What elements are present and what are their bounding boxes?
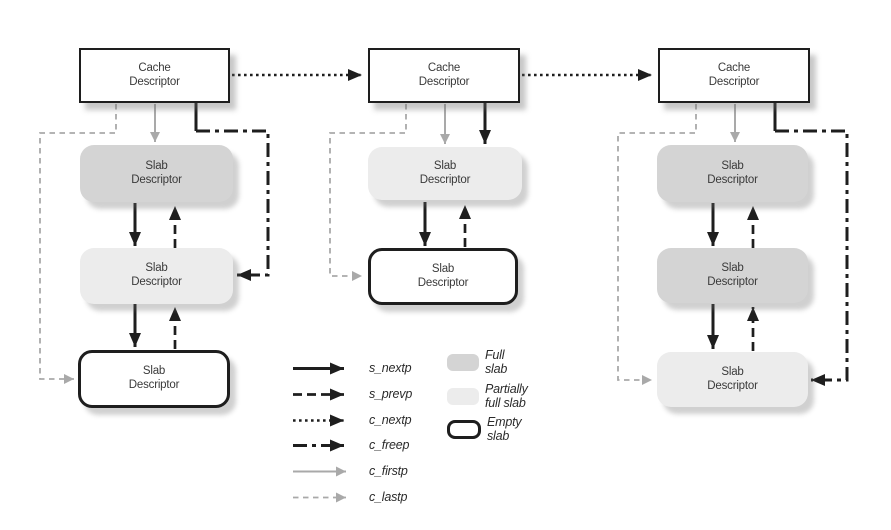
cache-descriptor-1-label-line1: Cache (138, 61, 171, 74)
legend-label-partial-slab: Partially full slab (485, 382, 528, 410)
s-prevp-line-sample-icon (293, 388, 344, 400)
slab-descriptor-col1-row2: Slab Descriptor (80, 248, 233, 304)
legend-label-c-lastp: c_lastp (369, 490, 408, 504)
slab-label-line2: Descriptor (707, 275, 758, 288)
legend-label-s-nextp: s_nextp (369, 361, 412, 375)
slab-label-line2: Descriptor (707, 379, 758, 392)
legend-row-s-prevp: s_prevp (292, 382, 412, 406)
slab-label-line2: Descriptor (131, 173, 182, 186)
slab-label-line1: Slab (721, 159, 744, 172)
slab-descriptor-col3-row1: Slab Descriptor (657, 145, 808, 202)
slab-label-line1: Slab (721, 261, 744, 274)
slab-label-line2: Descriptor (417, 276, 469, 289)
slab-label-line2: Descriptor (128, 379, 180, 391)
legend-row-full-slab: Full slab (447, 348, 508, 376)
legend-label-c-firstp: c_firstp (369, 464, 408, 478)
legend-label-full-slab: Full slab (485, 348, 508, 376)
slab-label-line2: Descriptor (131, 276, 182, 288)
c-lastp-line-sample-icon (293, 492, 346, 502)
full-slab-swatch (447, 353, 479, 371)
slab-label-line1: Slab (431, 262, 455, 275)
c-lastp-arrow-col2 (329, 104, 407, 281)
cache-descriptor-3-label-line2: Descriptor (708, 75, 760, 88)
legend-row-empty-slab: Empty slab (447, 415, 522, 443)
cache-descriptor-2: Cache Descriptor (368, 48, 520, 103)
c-freep-arrow-col1 (196, 129, 270, 281)
c-lastp-arrow-col3 (617, 104, 697, 385)
legend-row-c-nextp: c_nextp (292, 408, 412, 432)
slab-descriptor-col1-row3: Slab Descriptor (78, 350, 230, 408)
slab-label-line1: Slab (142, 365, 166, 378)
cache-descriptor-2-label-line1: Cache (427, 61, 461, 74)
slab-label-line1: Slab (721, 365, 744, 378)
c-freep-arrow-col3 (775, 129, 849, 386)
slab-descriptor-col2-row2: Slab Descriptor (368, 248, 518, 305)
slab-label-line1: Slab (433, 159, 457, 172)
slab-descriptor-col3-row2: Slab Descriptor (657, 248, 808, 303)
legend-label-c-freep: c_freep (369, 438, 410, 452)
empty-slab-swatch (447, 419, 481, 439)
s-nextp-line-sample-icon (293, 362, 344, 374)
legend-label-c-nextp: c_nextp (369, 413, 412, 427)
legend-row-partial-slab: Partially full slab (447, 382, 528, 410)
slab-label-line2: Descriptor (707, 173, 758, 186)
cache-descriptor-2-label-line2: Descriptor (418, 75, 470, 88)
legend-row-c-firstp: c_firstp (292, 459, 408, 483)
legend-label-empty-slab: Empty slab (487, 415, 522, 443)
c-freep-line-sample-icon (293, 439, 344, 451)
c-nextp-line-sample-icon (293, 414, 344, 426)
slab-descriptor-col1-row1: Slab Descriptor (80, 145, 233, 202)
cache-descriptor-1: Cache Descriptor (79, 48, 230, 103)
legend-row-c-freep: c_freep (292, 433, 409, 457)
slab-descriptor-col2-row1: Slab Descriptor (368, 147, 522, 200)
legend-row-s-nextp: s_nextp (292, 356, 412, 380)
c-lastp-arrow-col1 (39, 104, 117, 384)
cache-descriptor-3: Cache Descriptor (658, 48, 810, 103)
slab-descriptor-col3-row3: Slab Descriptor (657, 352, 808, 407)
slab-label-line2: Descriptor (419, 173, 471, 186)
slab-label-line1: Slab (145, 262, 168, 275)
cache-descriptor-3-label-line1: Cache (717, 61, 751, 74)
c-firstp-line-sample-icon (293, 466, 346, 476)
legend-row-c-lastp: c_lastp (292, 485, 407, 509)
cache-descriptor-1-label-line2: Descriptor (129, 75, 180, 88)
partially-full-slab-swatch (447, 387, 479, 405)
legend-label-s-prevp: s_prevp (369, 387, 413, 401)
slab-label-line1: Slab (145, 159, 168, 172)
